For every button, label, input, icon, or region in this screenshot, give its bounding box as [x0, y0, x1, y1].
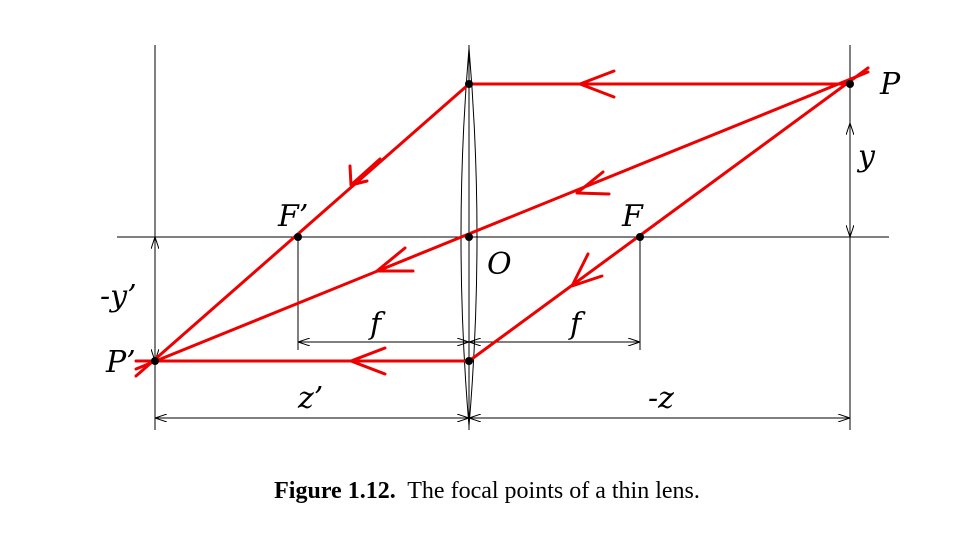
rays: [134, 66, 870, 378]
lens-top-point: [465, 80, 473, 88]
label-y: y: [856, 139, 876, 174]
ray-arrowhead: [575, 170, 611, 196]
ray-arrowhead: [375, 246, 415, 273]
label-f-left: f: [368, 307, 386, 342]
thin-lens: [460, 47, 478, 427]
point-O: [465, 233, 473, 241]
ray-arrowhead: [348, 157, 382, 187]
figure-caption-text: The focal points of a thin lens.: [407, 478, 700, 504]
figure-number: Figure 1.12.: [274, 478, 396, 504]
label-P-prime: P’: [105, 345, 136, 380]
point-P: [846, 80, 854, 88]
point-P-prime: [151, 357, 159, 365]
ray-arrowhead: [570, 252, 604, 288]
label-P: P: [879, 67, 901, 102]
key-points: [151, 80, 854, 365]
ray-parallel: [134, 82, 852, 378]
ray-arrowhead: [578, 69, 616, 99]
figure-caption: Figure 1.12. The focal points of a thin …: [0, 478, 974, 505]
point-F: [636, 233, 644, 241]
point-F-prime: [294, 233, 302, 241]
label-z-prime: z’: [297, 381, 323, 416]
label-F: F: [621, 199, 644, 234]
label-f-right: f: [568, 307, 586, 342]
ray-arrowhead: [349, 346, 387, 376]
label-neg-y-prime: -y’: [100, 279, 137, 314]
label-O: O: [487, 247, 512, 282]
label-neg-z: -z: [648, 381, 674, 416]
ray-chief: [134, 70, 870, 371]
label-F-prime: F’: [277, 199, 308, 234]
lens-bottom-point: [465, 357, 473, 365]
ray-focal: [134, 66, 870, 363]
